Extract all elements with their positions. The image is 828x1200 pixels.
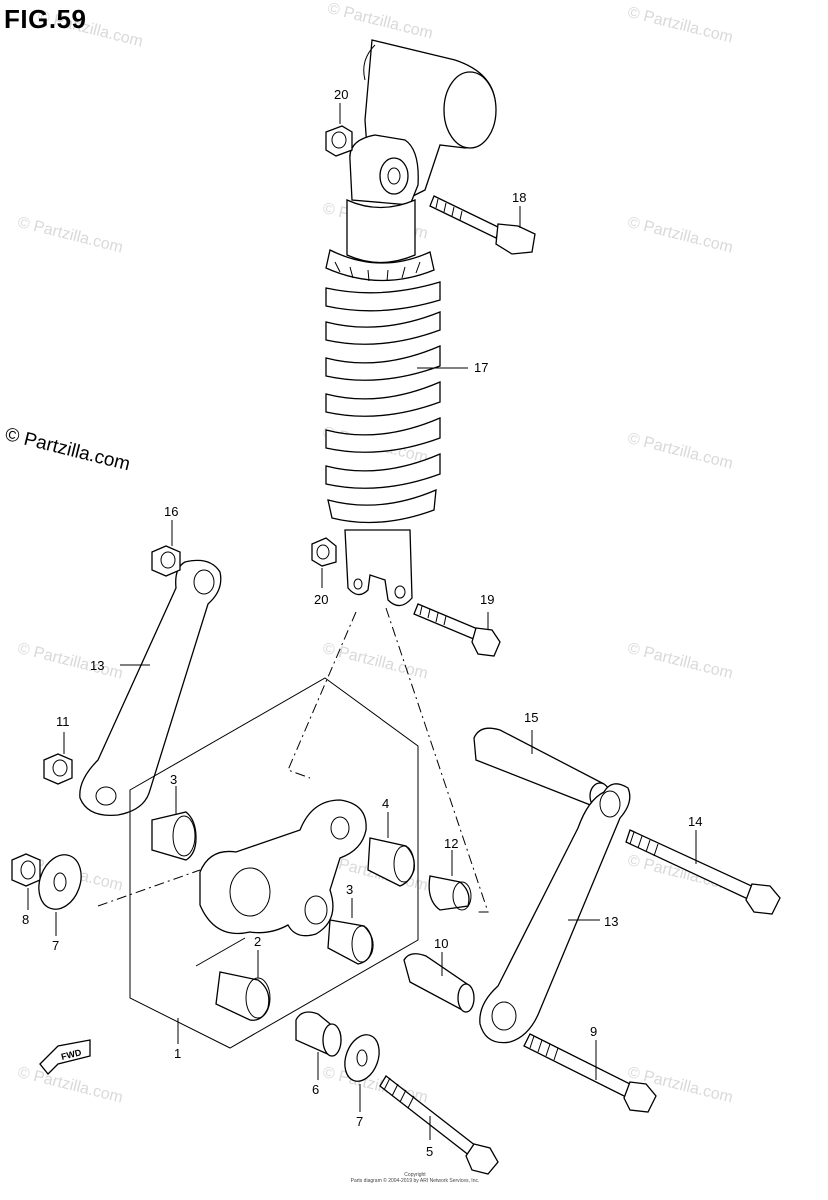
tie-rod-13-right[interactable] xyxy=(479,783,631,1044)
callout-20: 20 xyxy=(314,592,328,607)
callout-3: 3 xyxy=(170,772,177,787)
nut-8[interactable] xyxy=(11,853,41,910)
callout-1: 1 xyxy=(174,1046,181,1061)
assembly-guide-lines xyxy=(97,607,489,913)
callout-20: 20 xyxy=(334,87,348,102)
bolt-14[interactable] xyxy=(625,829,781,915)
tie-rod-13-left[interactable] xyxy=(79,559,222,817)
callout-9: 9 xyxy=(590,1024,597,1039)
callout-16: 16 xyxy=(164,504,178,519)
nut-20-top[interactable] xyxy=(325,103,353,157)
bolt-18[interactable] xyxy=(429,195,536,255)
callout-7: 7 xyxy=(52,938,59,953)
spacer-10[interactable] xyxy=(403,952,475,1013)
bolt-9[interactable] xyxy=(523,1033,657,1113)
callout-19: 19 xyxy=(480,592,494,607)
copyright-notice: Copyright Parts diagram © 2004-2019 by A… xyxy=(340,1172,490,1184)
nut-16[interactable] xyxy=(151,520,181,577)
spacer-15[interactable] xyxy=(473,727,611,810)
callout-14: 14 xyxy=(688,814,702,829)
cushion-lever-1[interactable] xyxy=(199,799,367,937)
callout-3: 3 xyxy=(346,882,353,897)
forward-arrow-icon: FWD xyxy=(39,1039,91,1075)
rear-shock-absorber[interactable] xyxy=(325,39,497,607)
figure-title: FIG.59 xyxy=(4,4,87,34)
callout-10: 10 xyxy=(434,936,448,951)
copyright-line-2: Parts diagram © 2004-2019 by ARI Network… xyxy=(350,1178,480,1184)
callout-7: 7 xyxy=(356,1114,363,1129)
callout-13: 13 xyxy=(90,658,104,673)
callout-4: 4 xyxy=(382,796,389,811)
bolt-5[interactable] xyxy=(379,1075,499,1175)
washer-7-left[interactable] xyxy=(32,849,89,936)
spacer-12[interactable] xyxy=(428,850,472,911)
copyright-line-1: Copyright xyxy=(404,1172,426,1178)
callout-11: 11 xyxy=(56,714,70,729)
callout-17: 17 xyxy=(474,360,488,375)
callout-2: 2 xyxy=(254,934,261,949)
callout-8: 8 xyxy=(22,912,29,927)
callout-18: 18 xyxy=(512,190,526,205)
nut-20-lower[interactable] xyxy=(311,537,337,588)
bolt-19[interactable] xyxy=(413,603,501,657)
washer-7-right[interactable] xyxy=(339,1030,385,1112)
nut-11[interactable] xyxy=(43,732,73,785)
callout-6: 6 xyxy=(312,1082,319,1097)
bearing-4[interactable] xyxy=(367,812,415,887)
cushion-lever-assembly-box xyxy=(129,677,419,1049)
bearing-3-upper[interactable] xyxy=(151,786,197,861)
bearing-2[interactable] xyxy=(195,937,271,1021)
callout-12: 12 xyxy=(444,836,458,851)
callout-15: 15 xyxy=(524,710,538,725)
callout-labels: 20 18 17 16 20 19 13 11 15 14 3 4 12 3 8… xyxy=(22,87,702,1159)
spacer-6[interactable] xyxy=(295,1011,342,1080)
fwd-label: FWD xyxy=(60,1047,83,1062)
callout-13: 13 xyxy=(604,914,618,929)
bearing-3-lower[interactable] xyxy=(327,898,374,965)
callout-5: 5 xyxy=(426,1144,433,1159)
